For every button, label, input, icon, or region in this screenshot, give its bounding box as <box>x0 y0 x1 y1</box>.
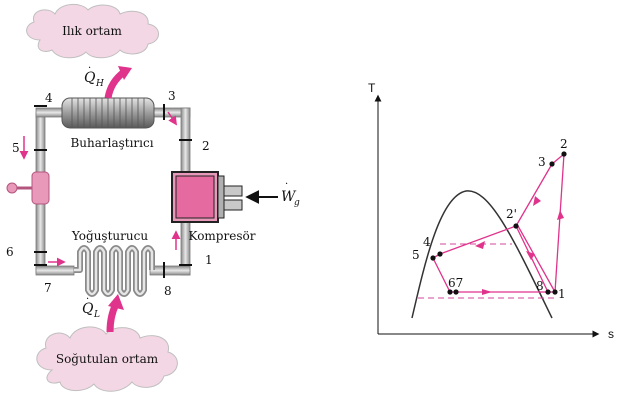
heat-in-subscript: L <box>93 310 100 320</box>
flow-arrows <box>19 111 181 267</box>
cycle-point-labels: 1 2 3 4 5 6 7 8 <box>6 89 213 298</box>
state-label-2: 2 <box>560 137 568 151</box>
bottom-left-pipe <box>35 265 75 276</box>
heat-out-subscript: H <box>95 79 104 89</box>
expansion-valve <box>6 171 50 205</box>
point-label-8: 8 <box>164 284 172 298</box>
point-label-3: 3 <box>168 89 176 103</box>
state-points <box>430 151 567 295</box>
heat-in-dot: · <box>86 294 89 305</box>
point-label-6: 6 <box>6 245 14 259</box>
cycle-direction-markers <box>475 196 564 295</box>
heat-in-label: Q <box>82 301 94 317</box>
work-subscript: g <box>294 198 300 208</box>
point-label-1: 1 <box>205 253 213 267</box>
cycle-point-markers <box>34 104 192 278</box>
state-label-67: 67 <box>448 276 463 290</box>
work-dot: · <box>285 179 288 190</box>
hot-environment-label: Ilık ortam <box>62 24 122 38</box>
state-label-4: 4 <box>423 235 431 249</box>
evaporator-unit: Buharlaştırıcı <box>61 97 155 150</box>
heat-out-dot: · <box>88 63 91 74</box>
state-label-2prime: 2' <box>506 207 517 221</box>
saturation-dome <box>411 190 553 319</box>
point-label-5: 5 <box>12 141 20 155</box>
state-label-5: 5 <box>412 248 420 262</box>
heat-out-arrow: Q H · <box>84 63 132 99</box>
work-label: W <box>281 189 297 205</box>
point-label-2: 2 <box>202 139 210 153</box>
hot-environment-cloud: Ilık ortam <box>26 4 159 59</box>
cycle-path <box>432 153 565 293</box>
coil-heat-exchanger: Yoğuşturucu <box>71 229 155 297</box>
state-labels: 1 2 2' 3 4 5 67 8 <box>412 137 568 301</box>
condenser-label: Yoğuşturucu <box>71 229 148 243</box>
x-axis-label: s <box>608 327 614 341</box>
compressor-label: Kompresör <box>189 229 256 243</box>
point-label-7: 7 <box>44 281 52 295</box>
state-label-3: 3 <box>538 155 546 169</box>
dashed-lines <box>418 243 555 299</box>
evaporator-label: Buharlaştırıcı <box>70 136 153 150</box>
point-label-4: 4 <box>45 91 53 105</box>
cold-environment-label: Soğutulan ortam <box>56 352 159 366</box>
compressor-unit: Kompresör <box>171 171 256 243</box>
heat-in-arrow: Q L · <box>82 294 124 333</box>
state-label-8: 8 <box>536 279 544 293</box>
y-axis-label: T <box>368 81 376 95</box>
ts-diagram: T s <box>368 81 614 341</box>
cold-environment-cloud: Soğutulan ortam <box>36 326 178 392</box>
bottom-right-pipe <box>149 265 191 276</box>
work-input-arrow: W g · <box>245 179 300 208</box>
state-label-1: 1 <box>558 287 566 301</box>
heat-out-label: Q <box>84 70 96 86</box>
